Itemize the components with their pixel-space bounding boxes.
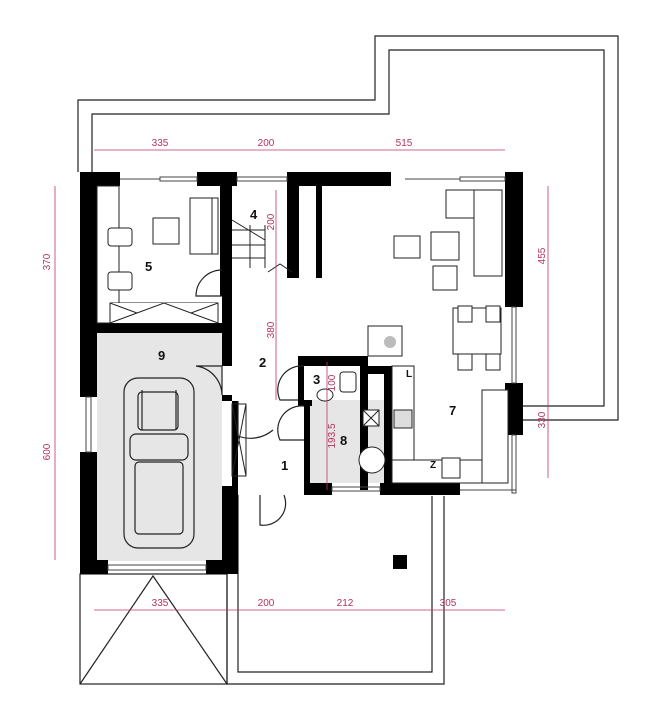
svg-text:200: 200	[258, 138, 275, 149]
study-furniture	[96, 185, 219, 324]
windows	[85, 176, 517, 571]
svg-text:100: 100	[327, 374, 338, 391]
dimension-labels: 335 200 515 335 200 212 305 370 600 455 …	[42, 138, 548, 609]
stairs	[231, 219, 293, 273]
room-7-label: 7	[449, 403, 456, 418]
room-9-label: 9	[158, 348, 165, 363]
fridge-label: L	[406, 369, 412, 380]
svg-text:370: 370	[42, 253, 53, 270]
svg-text:380: 380	[266, 321, 277, 338]
doors	[195, 269, 305, 526]
svg-text:455: 455	[537, 247, 548, 264]
svg-text:193.5: 193.5	[327, 423, 338, 448]
kitchen-units	[391, 365, 509, 484]
room-4-label: 4	[250, 207, 258, 222]
room-3-label: 3	[313, 372, 320, 387]
sink-label: Z	[430, 460, 436, 471]
svg-text:335: 335	[152, 138, 169, 149]
terrace-upper-outline	[77, 35, 619, 421]
svg-text:600: 600	[42, 443, 53, 460]
room-1-label: 1	[281, 458, 288, 473]
svg-text:305: 305	[440, 598, 457, 609]
dimension-lines	[54, 149, 549, 611]
room-2-label: 2	[259, 355, 266, 370]
garage-floor	[97, 333, 222, 561]
chimney-block	[393, 555, 407, 569]
svg-text:200: 200	[258, 598, 275, 609]
room-labels: 1 2 3 4 5 7 8 9 L Z	[145, 207, 456, 473]
svg-text:212: 212	[337, 598, 354, 609]
car	[123, 377, 195, 549]
room-8-label: 8	[340, 433, 347, 448]
room-5-label: 5	[145, 259, 152, 274]
utility-fixtures	[316, 371, 386, 474]
terrace-lower-outline	[79, 495, 445, 685]
living-furniture	[367, 189, 503, 371]
svg-text:335: 335	[152, 598, 169, 609]
svg-text:330: 330	[537, 411, 548, 428]
walls	[80, 172, 523, 574]
wardrobe	[231, 403, 247, 477]
svg-text:200: 200	[266, 213, 277, 230]
svg-text:515: 515	[396, 138, 413, 149]
